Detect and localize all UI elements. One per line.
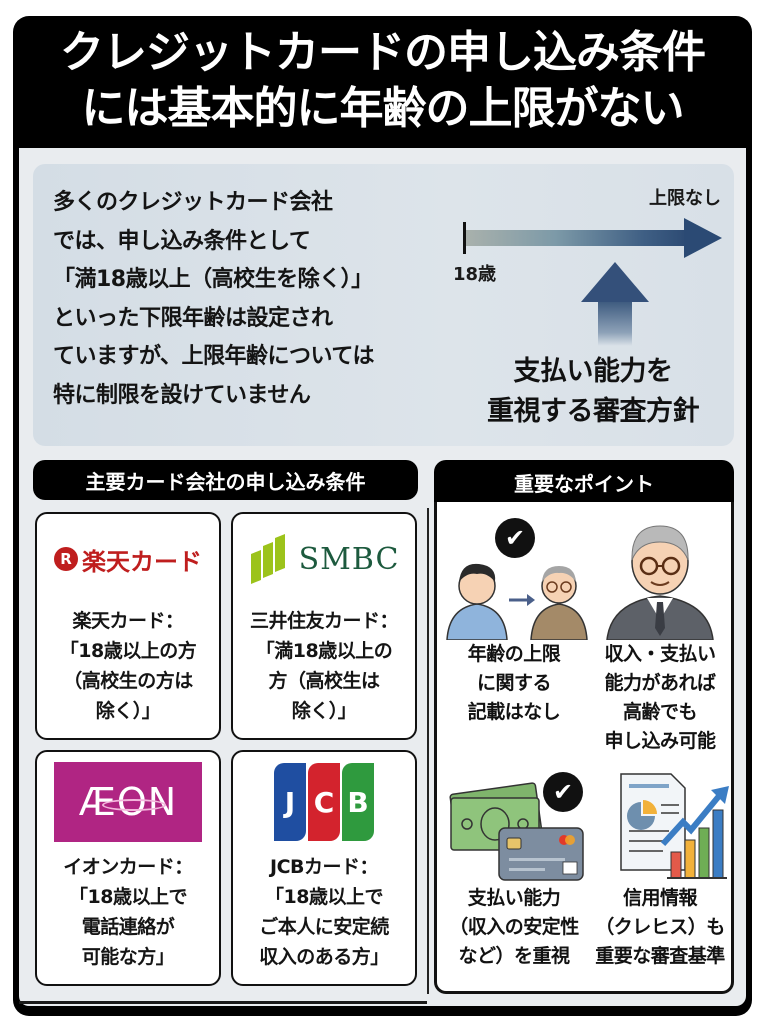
condition-line: （高校生の方は	[63, 670, 193, 692]
jcb-j-icon: J	[274, 763, 306, 841]
elderly-businessman-icon	[585, 510, 735, 640]
policy-line-2: 重視する審査方針	[487, 396, 700, 427]
intro-line: では、申し込み条件として	[53, 228, 311, 254]
condition-line: JCBカード：	[270, 856, 379, 878]
point-text: 支払い能力 （収入の安定性 など）を重視	[439, 884, 589, 971]
point-line: 高齢でも	[622, 701, 698, 723]
point-text: 年齢の上限 に関する 記載はなし	[439, 640, 589, 727]
condition-line: 除く）」	[95, 700, 161, 722]
point-line: など）を重視	[458, 945, 570, 967]
condition-line: 「満18歳以上の	[255, 640, 393, 662]
intro-text: 多くのクレジットカード会社 では、申し込み条件として 「満18歳以上（高校生を除…	[53, 184, 433, 415]
young-to-elderly-icon: ✔	[439, 510, 589, 640]
check-icon: ✔	[543, 772, 583, 812]
rakuten-r-icon: R	[54, 547, 78, 571]
company-conditions: イオンカード： 「18歳以上で 電話連絡が 可能な方」	[37, 852, 219, 972]
point-line: に関する	[476, 672, 552, 694]
check-icon: ✔	[495, 518, 535, 558]
cash-and-card-icon: ✔	[439, 764, 589, 884]
content-area: 多くのクレジットカード会社 では、申し込み条件として 「満18歳以上（高校生を除…	[19, 148, 746, 1006]
point-elderly-can-apply: 収入・支払い 能力があれば 高齢でも 申し込み可能	[585, 510, 735, 756]
credit-report-chart-icon	[585, 764, 735, 884]
intro-line: 特に制限を設けていません	[53, 382, 311, 408]
arrow-up-shaft-icon	[598, 302, 632, 346]
companies-heading: 主要カード会社の申し込み条件	[33, 460, 418, 500]
age-arrow-icon	[466, 230, 688, 246]
condition-line: 「18歳以上で	[69, 886, 187, 908]
arrow-up-icon	[581, 262, 649, 302]
company-card-smbc: SMBC 三井住友カード： 「満18歳以上の 方（高校生は 除く）」	[231, 512, 417, 740]
company-card-rakuten: R 楽天カード 楽天カード： 「18歳以上の方 （高校生の方は 除く）」	[35, 512, 221, 740]
condition-line: 電話連絡が	[81, 916, 175, 938]
point-line: 申し込み可能	[604, 730, 716, 752]
age-timeline: 上限なし 18歳 支払い能力を 重視する審査方針	[453, 184, 733, 444]
point-line: 記載はなし	[467, 701, 561, 723]
condition-line: 除く）」	[291, 700, 357, 722]
review-policy-text: 支払い能力を 重視する審査方針	[453, 352, 733, 432]
point-line: （クレヒス）も	[595, 916, 725, 938]
condition-line: 三井住友カード：	[249, 610, 399, 632]
no-upper-limit-label: 上限なし	[649, 188, 721, 209]
divider	[427, 508, 429, 994]
infographic-frame: クレジットカードの申し込み条件 には基本的に年齢の上限がない 多くのクレジットカ…	[13, 16, 752, 1016]
point-line: 年齢の上限	[467, 643, 561, 665]
company-conditions: 楽天カード： 「18歳以上の方 （高校生の方は 除く）」	[37, 606, 219, 726]
policy-line-1: 支払い能力を	[513, 356, 674, 387]
jcb-c-icon: C	[308, 763, 340, 841]
min-age-label: 18歳	[453, 264, 497, 285]
key-points-section: 重要なポイント ✔	[434, 460, 738, 994]
aeon-ring-icon	[102, 799, 166, 811]
title-line-1: クレジットカードの申し込み条件	[60, 27, 706, 78]
smbc-mark-icon	[250, 534, 285, 584]
point-line: 重要な審査基準	[595, 945, 725, 967]
point-line: 能力があれば	[604, 672, 716, 694]
point-text: 信用情報 （クレヒス）も 重要な審査基準	[585, 884, 735, 971]
company-card-aeon: ÆON イオンカード： 「18歳以上で 電話連絡が 可能な方」	[35, 750, 221, 986]
rakuten-logo: R 楽天カード	[37, 514, 219, 604]
jcb-b-icon: B	[342, 763, 374, 841]
jcb-logo: J C B	[233, 752, 415, 852]
point-credit-history: 信用情報 （クレヒス）も 重要な審査基準	[585, 764, 735, 971]
condition-line: 「18歳以上の方	[59, 640, 197, 662]
divider	[19, 1001, 427, 1004]
point-line: （収入の安定性	[449, 916, 579, 938]
intro-line: 「満18歳以上（高校生を除く）」	[53, 267, 373, 292]
point-line: 信用情報	[622, 887, 698, 909]
key-points-heading: 重要なポイント	[434, 460, 734, 504]
company-conditions: JCBカード： 「18歳以上で ご本人に安定続 収入のある方」	[233, 852, 415, 972]
intro-panel: 多くのクレジットカード会社 では、申し込み条件として 「満18歳以上（高校生を除…	[33, 164, 734, 446]
point-no-age-limit: ✔	[439, 510, 589, 727]
condition-line: 収入のある方」	[259, 946, 389, 968]
card-companies-section: 主要カード会社の申し込み条件 R 楽天カード 楽天カード： 「18歳以上の方 （…	[19, 460, 429, 1004]
rakuten-logo-text: 楽天カード	[82, 547, 202, 576]
company-card-jcb: J C B JCBカード： 「18歳以上で ご本人に安定続 収入のある方」	[231, 750, 417, 986]
page-title: クレジットカードの申し込み条件 には基本的に年齢の上限がない	[13, 16, 752, 146]
intro-line: ていますが、上限年齢については	[53, 344, 374, 369]
condition-line: イオンカード：	[63, 856, 193, 878]
title-line-2: には基本的に年齢の上限がない	[81, 83, 685, 134]
point-line: 収入・支払い	[604, 643, 716, 665]
intro-line: といった下限年齢は設定され	[53, 305, 333, 331]
key-points-box: ✔	[434, 502, 734, 994]
intro-line: 多くのクレジットカード会社	[53, 190, 333, 215]
start-tick-icon	[463, 222, 466, 254]
point-payment-ability: ✔	[439, 764, 589, 971]
point-text: 収入・支払い 能力があれば 高齢でも 申し込み可能	[585, 640, 735, 756]
arrow-right-icon	[684, 218, 722, 258]
point-line: 支払い能力	[467, 887, 561, 909]
aeon-logo: ÆON	[37, 752, 219, 852]
condition-line: 可能な方」	[81, 946, 175, 968]
condition-line: 方（高校生は	[268, 670, 380, 692]
condition-line: 楽天カード：	[72, 610, 184, 632]
smbc-logo: SMBC	[233, 514, 415, 604]
condition-line: ご本人に安定続	[259, 916, 389, 938]
company-conditions: 三井住友カード： 「満18歳以上の 方（高校生は 除く）」	[233, 606, 415, 726]
condition-line: 「18歳以上で	[265, 886, 383, 908]
smbc-logo-text: SMBC	[298, 541, 400, 577]
